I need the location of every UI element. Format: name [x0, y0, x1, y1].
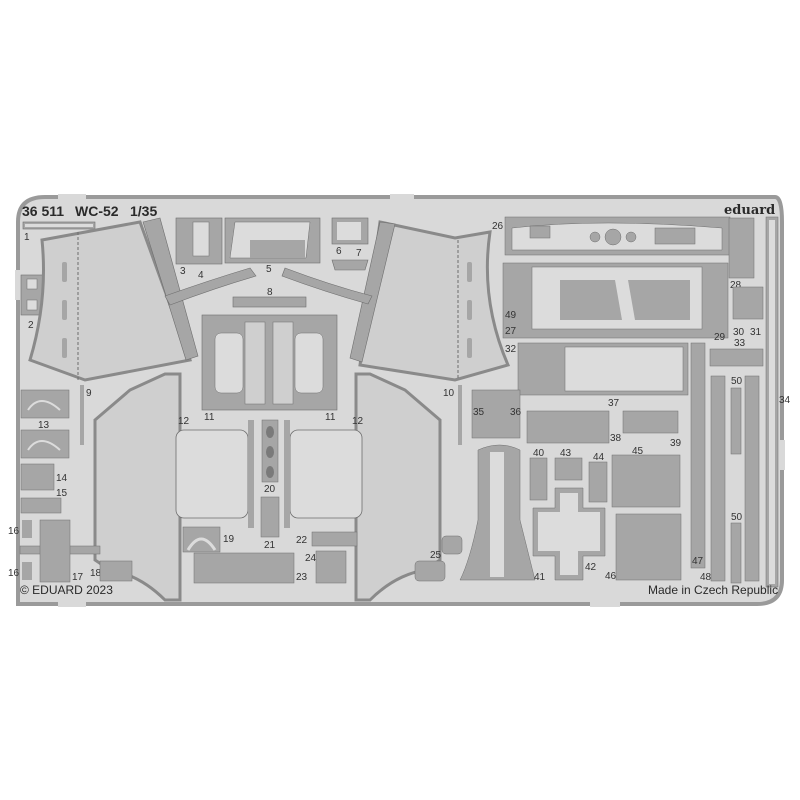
svg-text:26: 26 — [492, 221, 504, 232]
svg-text:42: 42 — [585, 562, 597, 573]
part-9: 9 — [28, 217, 199, 445]
svg-text:47: 47 — [692, 556, 704, 567]
svg-text:25: 25 — [430, 550, 442, 561]
svg-text:4: 4 — [198, 270, 204, 281]
svg-text:29: 29 — [714, 332, 726, 343]
svg-text:48: 48 — [700, 572, 712, 583]
part-25: 25 — [414, 535, 463, 582]
svg-text:14: 14 — [56, 473, 68, 484]
svg-text:28: 28 — [730, 280, 742, 291]
part-19: 19 — [182, 526, 235, 553]
svg-text:46: 46 — [605, 571, 617, 582]
svg-text:9: 9 — [86, 388, 92, 399]
part-3-4: 3 4 — [175, 217, 223, 281]
part-35-36: 35 36 — [471, 389, 522, 439]
svg-text:16: 16 — [8, 568, 20, 579]
part-16-17-18: 16 16 17 18 — [8, 519, 133, 583]
svg-text:30: 30 — [733, 327, 745, 338]
svg-text:50: 50 — [731, 376, 743, 387]
svg-text:34: 34 — [779, 395, 791, 406]
part-8: 8 — [232, 287, 307, 308]
svg-text:15: 15 — [56, 488, 68, 499]
part-27: 27 49 29 — [502, 262, 729, 343]
subject-title: WC-52 — [75, 203, 119, 219]
part-1: 1 — [22, 221, 96, 243]
part-32-37: 32 37 — [505, 342, 689, 409]
part-30-31: 30 31 — [732, 286, 764, 338]
svg-text:12: 12 — [352, 416, 364, 427]
brand-logo: eduard — [724, 203, 775, 218]
svg-text:8: 8 — [267, 287, 273, 298]
part-6-7: 6 7 — [331, 217, 369, 271]
part-47-48-50: 47 48 50 50 — [690, 342, 760, 584]
svg-text:16: 16 — [8, 526, 20, 537]
part-20-21: 20 21 — [260, 419, 280, 551]
svg-text:39: 39 — [670, 438, 682, 449]
svg-text:36: 36 — [510, 407, 522, 418]
part-24: 24 — [305, 550, 347, 584]
part-45-46: 45 46 — [605, 446, 682, 582]
product-code: 36 511 — [22, 203, 64, 219]
svg-text:5: 5 — [266, 264, 272, 275]
svg-text:21: 21 — [264, 540, 276, 551]
svg-text:22: 22 — [296, 535, 308, 546]
svg-text:19: 19 — [223, 534, 235, 545]
part-10: 10 — [349, 220, 511, 445]
part-38-39: 38 39 — [526, 410, 682, 449]
svg-text:45: 45 — [632, 446, 644, 457]
part-22: 22 — [296, 531, 358, 547]
svg-text:38: 38 — [610, 433, 622, 444]
svg-text:2: 2 — [28, 320, 34, 331]
part-42: 42 — [532, 487, 606, 581]
copyright-label: © EDUARD 2023 — [20, 583, 113, 597]
svg-text:23: 23 — [296, 572, 308, 583]
part-33: 33 — [709, 338, 764, 367]
svg-text:41: 41 — [534, 572, 546, 583]
part-26: 26 — [492, 216, 731, 256]
part-28: 28 — [728, 217, 755, 291]
svg-text:17: 17 — [72, 572, 84, 583]
part-34: 34 — [765, 216, 791, 588]
svg-text:24: 24 — [305, 553, 317, 564]
svg-text:40: 40 — [533, 448, 545, 459]
svg-text:44: 44 — [593, 452, 605, 463]
svg-text:31: 31 — [750, 327, 762, 338]
svg-text:11: 11 — [325, 412, 336, 423]
svg-text:13: 13 — [38, 420, 50, 431]
svg-text:33: 33 — [734, 338, 746, 349]
svg-text:6: 6 — [336, 246, 342, 257]
part-13: 13 — [20, 389, 70, 459]
scale-label: 1/35 — [130, 203, 157, 219]
part-11: 11 11 — [201, 314, 338, 423]
part-41: 41 — [459, 444, 546, 583]
part-5: 5 — [224, 217, 321, 275]
part-23: 23 — [193, 552, 308, 584]
svg-text:32: 32 — [505, 344, 517, 355]
svg-text:37: 37 — [608, 398, 620, 409]
svg-text:10: 10 — [443, 388, 455, 399]
svg-text:50: 50 — [731, 512, 743, 523]
svg-text:11: 11 — [204, 412, 215, 423]
svg-text:49: 49 — [505, 310, 517, 321]
svg-text:18: 18 — [90, 568, 102, 579]
svg-text:43: 43 — [560, 448, 572, 459]
origin-label: Made in Czech Republic — [648, 583, 778, 597]
svg-text:1: 1 — [24, 232, 30, 243]
part-40-43-44: 40 43 44 — [529, 448, 608, 503]
part-14-15: 14 15 — [20, 463, 68, 514]
svg-text:20: 20 — [264, 484, 276, 495]
svg-text:27: 27 — [505, 326, 517, 337]
svg-text:3: 3 — [180, 266, 186, 277]
svg-text:7: 7 — [356, 248, 362, 259]
svg-text:12: 12 — [178, 416, 190, 427]
svg-text:35: 35 — [473, 407, 485, 418]
